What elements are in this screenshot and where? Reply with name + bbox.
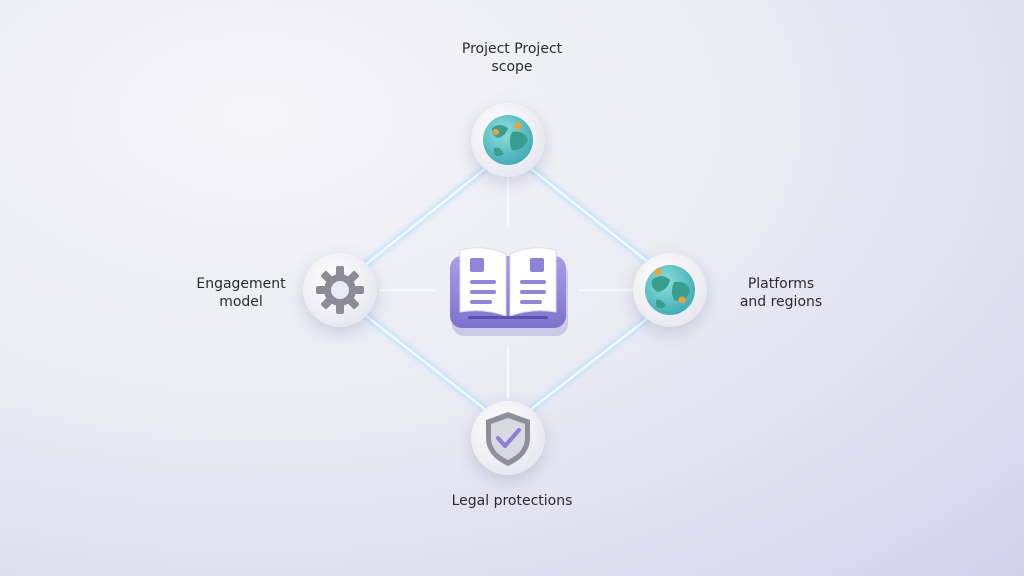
globe-icon <box>483 115 533 165</box>
globe-icon <box>645 265 695 315</box>
node-top[interactable] <box>471 103 545 177</box>
connector-top-left <box>361 164 490 269</box>
node-bottom[interactable] <box>471 401 545 475</box>
label-engagement-model: Engagement model <box>196 276 286 310</box>
connector-top-right <box>526 164 652 266</box>
label-project-scope: Project Project scope <box>461 41 563 75</box>
shield-check-icon <box>486 412 530 466</box>
gear-icon <box>316 266 364 314</box>
node-right[interactable] <box>633 253 707 327</box>
label-platforms-regions: Platforms and regions <box>739 276 823 310</box>
node-left[interactable] <box>303 253 377 327</box>
center-book-node <box>450 247 568 336</box>
connector-bottom-left <box>361 311 490 414</box>
open-book-icon <box>459 247 557 319</box>
label-legal-protections: Legal protections <box>451 493 573 509</box>
connector-lines <box>361 164 652 414</box>
connector-bottom-right <box>526 314 652 414</box>
